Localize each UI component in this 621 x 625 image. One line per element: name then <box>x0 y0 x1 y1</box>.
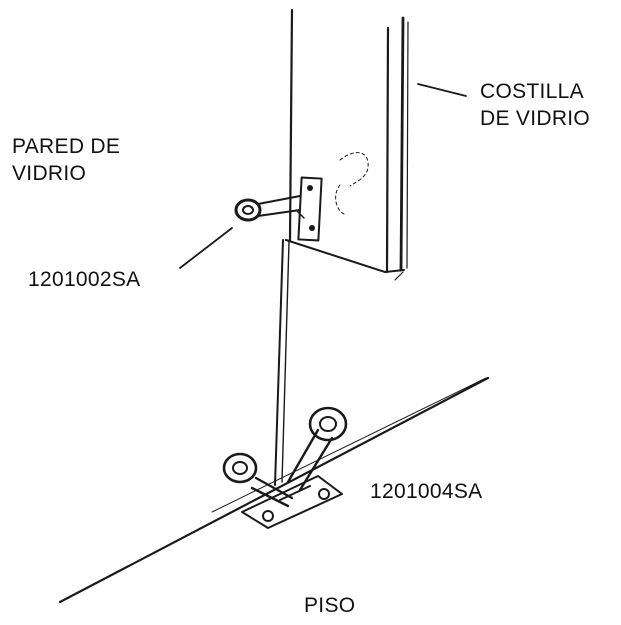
upper-connector-1201002SA <box>234 176 323 242</box>
glass-wall-label-line2: VIDRIO <box>12 162 87 185</box>
glass-rib-panel <box>285 16 409 281</box>
top-part-leader-line <box>179 227 233 269</box>
rib-leader-line <box>417 83 467 97</box>
glass-wall-panel <box>274 8 294 486</box>
lower-connector-1201004SA <box>222 406 348 529</box>
glass-wall-label-line1: PARED DE <box>12 135 121 158</box>
top-part-number-label: 1201002SA <box>28 268 141 291</box>
floor-label: PISO <box>304 594 356 617</box>
glass-rib-label-line1: COSTILLA <box>480 80 584 103</box>
bottom-part-number-label: 1201004SA <box>370 480 483 503</box>
glass-rib-label: COSTILLA DE VIDRIO <box>480 78 590 132</box>
glass-wall-label: PARED DE VIDRIO <box>12 133 120 187</box>
glass-rib-label-line2: DE VIDRIO <box>480 107 591 130</box>
